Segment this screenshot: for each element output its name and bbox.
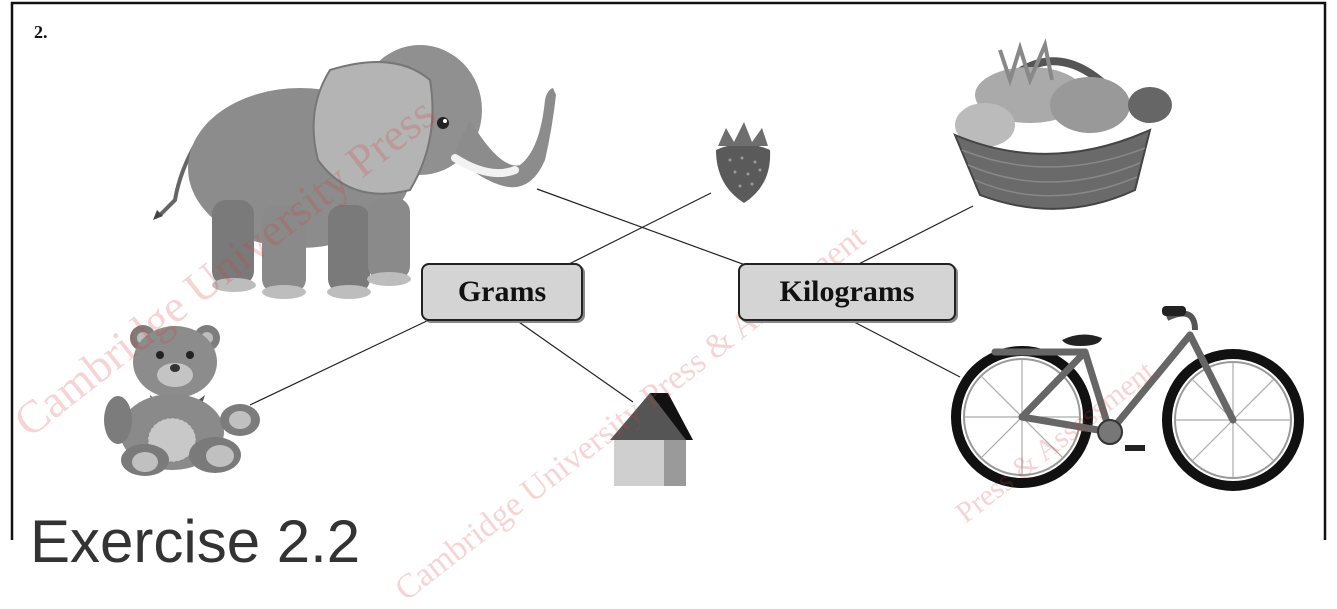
next-exercise-heading: Exercise 2.2 (30, 512, 360, 572)
strawberry-picture (716, 122, 770, 203)
question-number: 2. (34, 22, 48, 43)
kilograms-label-box: Kilograms (738, 263, 956, 321)
grams-label: Grams (458, 275, 546, 309)
line-strawberry-grams (553, 193, 711, 272)
line-house-grams (506, 313, 633, 402)
kilograms-label: Kilograms (780, 275, 915, 309)
line-teddy-grams (250, 309, 452, 405)
vegetable-basket-picture (955, 45, 1172, 209)
line-elephant-kilograms (537, 189, 770, 274)
grams-label-box: Grams (421, 263, 583, 321)
